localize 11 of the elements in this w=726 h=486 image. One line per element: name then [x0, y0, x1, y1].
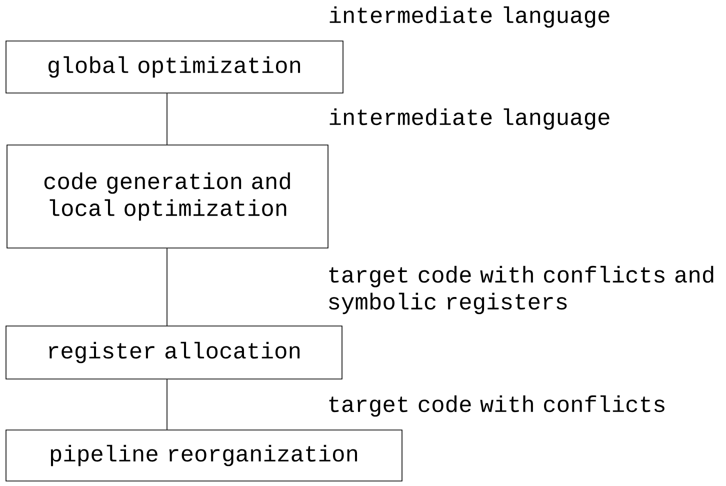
- process-box: global optimization: [6, 40, 344, 94]
- data-label: intermediate language: [330, 108, 610, 130]
- connector-line: [166, 93, 168, 145]
- connector-line: [166, 248, 168, 326]
- process-box: register allocation: [6, 326, 342, 380]
- process-box: pipeline reorganization: [6, 430, 402, 482]
- process-box: code generation and local optimization: [6, 144, 328, 248]
- connector-line: [166, 379, 168, 430]
- data-label: intermediate language: [330, 6, 610, 28]
- data-label: target code with conflicts and symbolic registers: [329, 266, 714, 314]
- data-label: target code with conflicts: [329, 395, 664, 417]
